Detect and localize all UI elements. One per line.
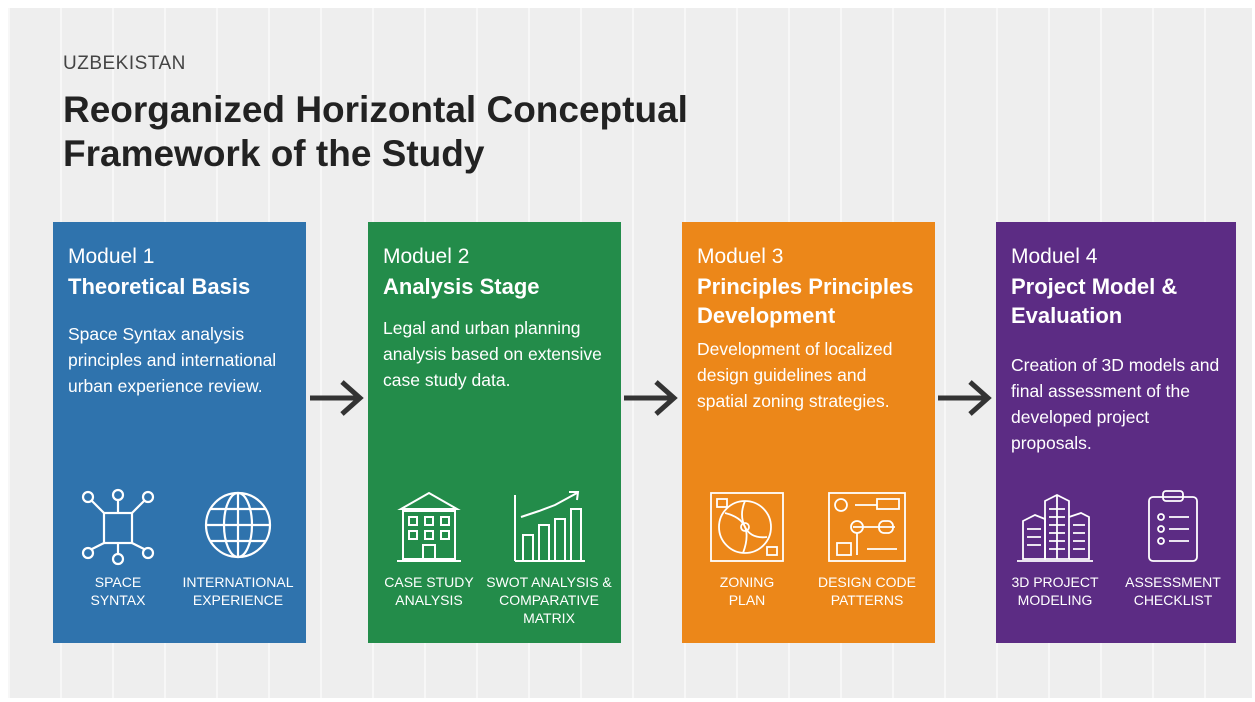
module-4-label: Moduel 4 <box>1011 245 1098 268</box>
design-code-item: DESIGN CODE PATTERNS <box>802 487 932 609</box>
design-code-icon <box>828 492 906 562</box>
case-study-label: CASE STUDY ANALYSIS <box>384 574 474 608</box>
module-2-label: Moduel 2 <box>383 245 470 268</box>
bar-chart-icon <box>514 491 585 562</box>
clipboard-checklist-icon <box>1148 490 1198 562</box>
module-2-name: Analysis Stage <box>383 274 540 299</box>
swot-analysis-item: SWOT ANALYSIS & COMPARATIVE MATRIX <box>484 487 614 627</box>
module-2-description: Legal and urban planning analysis based … <box>383 318 602 390</box>
module-3-name: Principles Principles Development <box>697 274 914 328</box>
module-1-card: Moduel 1 Theoretical Basis Space Syntax … <box>53 222 306 643</box>
page-title: Reorganized Horizontal Conceptual Framew… <box>63 89 688 174</box>
zoning-plan-label: ZONING PLAN <box>719 574 775 608</box>
module-1-label: Moduel 1 <box>68 245 155 268</box>
module-2-card: Moduel 2 Analysis Stage Legal and urban … <box>368 222 621 643</box>
module-1-name: Theoretical Basis <box>68 274 251 299</box>
assessment-checklist-label: ASSESSMENT CHECKLIST <box>1125 574 1221 608</box>
international-experience-item: INTERNATIONAL EXPERIENCE <box>173 487 303 609</box>
space-syntax-item: SPACE SYNTAX <box>53 487 183 609</box>
3d-modeling-label: 3D PROJECT MODELING <box>1011 574 1099 608</box>
module-3-card: Moduel 3 Principles Principles Developme… <box>682 222 935 643</box>
module-4-card: Moduel 4 Project Model & Evaluation Crea… <box>996 222 1236 643</box>
module-3-description: Development of localized design guidelin… <box>697 339 893 411</box>
diagram-canvas: UZBEKISTAN Reorganized Horizontal Concep… <box>8 8 1252 698</box>
arrow-1-to-2-icon <box>310 380 364 416</box>
3d-buildings-icon <box>1017 493 1093 562</box>
case-study-item: CASE STUDY ANALYSIS <box>364 487 494 609</box>
zoning-plan-icon <box>710 492 784 562</box>
arrow-2-to-3-icon <box>624 380 678 416</box>
space-syntax-network-icon <box>81 488 155 566</box>
country-label: UZBEKISTAN <box>63 53 186 74</box>
module-4-name: Project Model & Evaluation <box>1011 274 1178 328</box>
module-3-label: Moduel 3 <box>697 245 784 268</box>
globe-icon <box>204 491 272 559</box>
assessment-checklist-item: ASSESSMENT CHECKLIST <box>1108 487 1238 609</box>
swot-analysis-label: SWOT ANALYSIS & COMPARATIVE MATRIX <box>486 574 612 626</box>
module-4-description: Creation of 3D models and final assessme… <box>1011 355 1220 453</box>
3d-modeling-item: 3D PROJECT MODELING <box>990 487 1120 609</box>
arrow-3-to-4-icon <box>938 380 992 416</box>
building-icon <box>397 491 461 562</box>
international-experience-label: INTERNATIONAL EXPERIENCE <box>182 574 294 608</box>
design-code-label: DESIGN CODE PATTERNS <box>817 574 916 608</box>
module-1-description: Space Syntax analysis principles and int… <box>68 324 277 396</box>
space-syntax-label: SPACE SYNTAX <box>90 574 146 608</box>
zoning-plan-item: ZONING PLAN <box>682 487 812 609</box>
